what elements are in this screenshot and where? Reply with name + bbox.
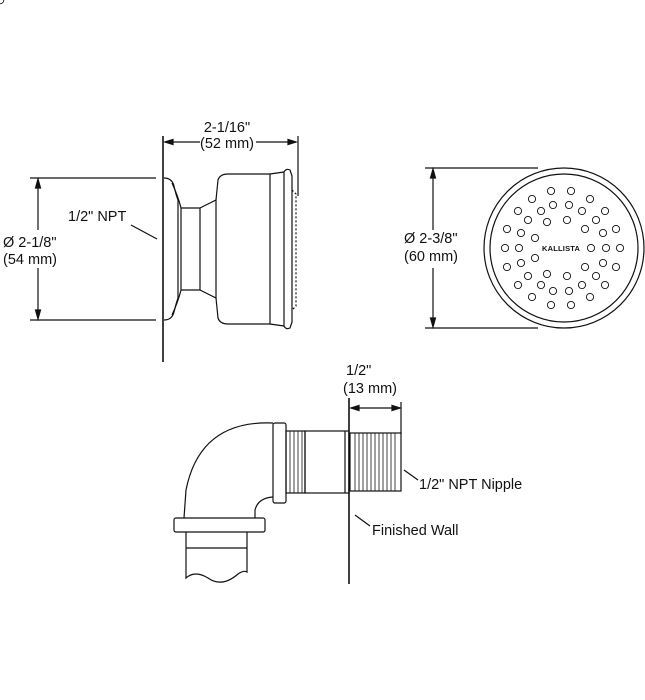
side-diameter-mm: (54 mm): [3, 252, 57, 268]
install-depth-in: 1/2": [346, 363, 372, 379]
side-width-in: 2-1/16": [203, 120, 251, 136]
front-diameter-in: Ø 2-3/8": [404, 231, 458, 247]
side-view-outline: [30, 136, 299, 362]
install-view-outline: [173, 398, 419, 584]
wall-label: Finished Wall: [372, 523, 459, 539]
install-depth-mm: (13 mm): [343, 381, 397, 397]
nipple-label: 1/2" NPT Nipple: [419, 477, 523, 493]
brand-logo: KALLISTA: [542, 244, 581, 253]
thread-label: 1/2" NPT: [68, 209, 127, 225]
side-diameter-in: Ø 2-1/8": [3, 235, 57, 251]
front-view-outline: [425, 166, 645, 330]
side-width-mm: (52 mm): [200, 136, 254, 152]
front-diameter-mm: (60 mm): [404, 249, 458, 265]
